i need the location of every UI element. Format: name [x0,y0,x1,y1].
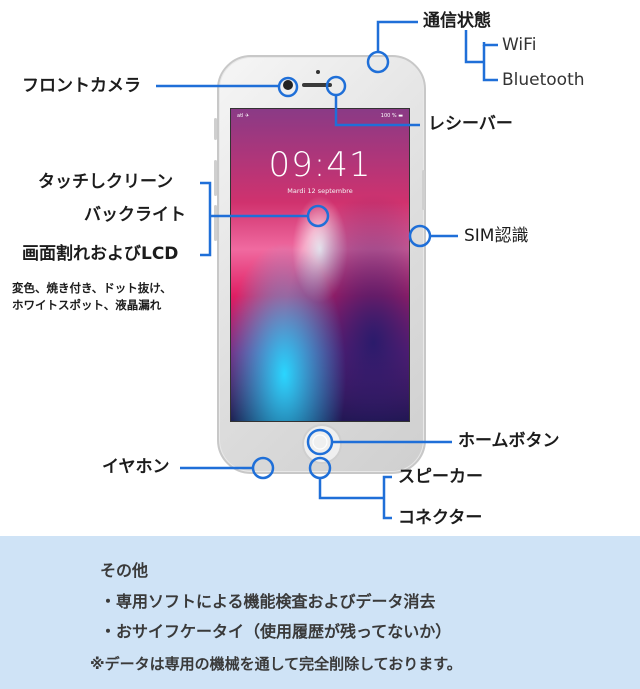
label-lcd-issue-1: 変色、焼き付き、ドット抜け、 [12,281,172,295]
front-camera-circle [277,76,299,98]
bluetooth-line [482,45,498,82]
lock-screen: atl ✈ 100 % ▬ 09:41 Mardi 12 septembre [230,108,410,422]
network-circle [366,50,390,74]
wifi-line-2 [482,42,498,47]
proximity-sensor [316,70,320,74]
info-item-2: ・おサイフケータイ（使用履歴が残ってないか） [100,622,452,641]
label-earphone: イヤホン [102,457,170,477]
info-panel: その他 ・専用ソフトによる機能検査およびデータ消去 ・おサイフケータイ（使用履歴… [0,536,640,689]
lcd-bracket [200,181,212,257]
label-front-camera: フロントカメラ [22,76,141,96]
label-sim: SIM認識 [464,226,529,246]
info-note: ※データは専用の機械を通して完全削除しております。 [90,655,462,673]
label-connector: コネクター [398,508,483,528]
receiver-line [334,95,420,127]
info-heading: その他 [100,561,149,580]
label-speaker: スピーカー [398,467,483,487]
status-bar-right: 100 % ▬ [380,113,403,119]
side-button-left-1 [214,118,217,140]
label-screen-crack-lcd: 画面割れおよびLCD [22,244,179,264]
label-lcd-issue-2: ホワイトスポット、液晶漏れ [12,298,162,312]
label-receiver: レシーバー [428,114,513,134]
network-line [376,20,418,52]
label-touch-clean: タッチしクリーン [38,172,174,192]
label-network-status: 通信状態 [423,11,491,31]
side-button-left-2 [214,160,217,196]
earphone-circle [251,456,275,480]
label-home-button: ホームボタン [458,431,560,451]
label-wifi: WiFi [502,35,537,55]
lock-screen-time: 09:41 [268,145,372,185]
front-camera-lens [283,80,293,90]
home-button-ring [312,434,328,450]
side-button-left-3 [214,205,217,241]
receiver-circle [325,75,347,97]
lock-screen-date: Mardi 12 septembre [287,187,353,195]
side-button-right [422,170,425,210]
status-bar-left: atl ✈ [237,113,250,119]
backlight-circle [306,204,330,228]
receiver-grille [302,83,332,87]
label-backlight: バックライト [84,205,186,225]
speaker-circle [308,456,332,480]
speaker-connector-bracket [382,475,392,520]
wifi-line-1 [464,30,484,64]
info-item-1: ・専用ソフトによる機能検査およびデータ消去 [100,592,436,611]
label-bluetooth: Bluetooth [502,70,585,90]
home-circle [306,428,334,456]
speaker-connector-line [318,478,376,500]
sim-circle [408,224,432,248]
